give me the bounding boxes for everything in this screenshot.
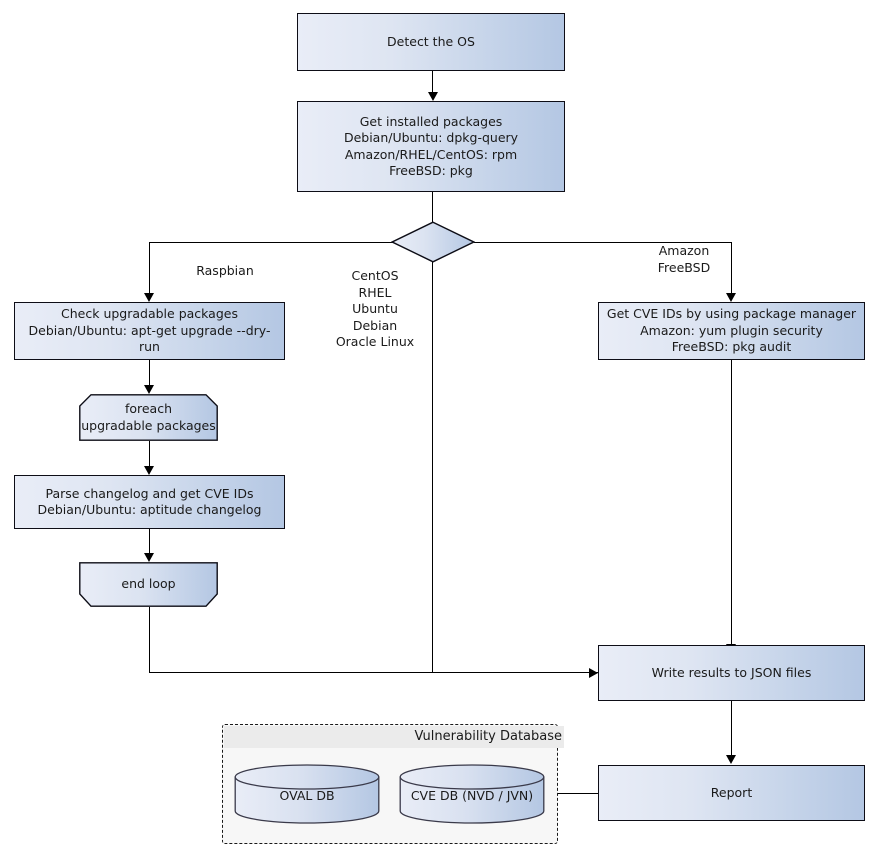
cylinder-shape-oval bbox=[234, 764, 380, 824]
connector-decision-right-vertical bbox=[730, 241, 732, 294]
node-foreach-loop-label: foreach upgradable packages bbox=[81, 401, 216, 433]
diamond-shape bbox=[390, 221, 476, 263]
group-vulnerability-database-title: Vulnerability Database bbox=[224, 726, 564, 748]
node-os-decision[interactable] bbox=[390, 221, 476, 267]
cylinder-shape-cve bbox=[399, 764, 545, 824]
arrowhead-detect-to-packages bbox=[427, 92, 438, 101]
connector-foreach-to-parse bbox=[148, 441, 150, 466]
node-detect-os[interactable]: Detect the OS bbox=[297, 13, 565, 71]
db-oval[interactable]: OVAL DB bbox=[234, 764, 380, 828]
node-check-upgradable-packages-label: Check upgradable packages Debian/Ubuntu:… bbox=[28, 306, 271, 355]
node-foreach-loop[interactable]: foreach upgradable packages bbox=[79, 394, 218, 441]
node-report[interactable]: Report bbox=[598, 765, 865, 821]
node-detect-os-label: Detect the OS bbox=[387, 33, 475, 49]
arrowhead-foreach-to-parse bbox=[144, 466, 154, 475]
connector-decision-left-horizontal bbox=[149, 241, 393, 243]
node-get-cve-ids[interactable]: Get CVE IDs by using package manager Ama… bbox=[598, 302, 865, 360]
node-check-upgradable-packages[interactable]: Check upgradable packages Debian/Ubuntu:… bbox=[14, 302, 285, 360]
arrowhead-rail-to-write-results bbox=[589, 667, 598, 678]
connector-write-results-to-report bbox=[730, 701, 732, 755]
node-write-results-label: Write results to JSON files bbox=[651, 664, 812, 680]
arrowhead-parse-to-endloop bbox=[144, 553, 154, 562]
connector-cvedb-to-report bbox=[545, 792, 598, 794]
loop-end-shape bbox=[79, 562, 218, 607]
db-cve[interactable]: CVE DB (NVD / JVN) bbox=[399, 764, 545, 828]
connector-cve-to-write-results bbox=[730, 360, 732, 644]
arrowhead-left-branch bbox=[144, 293, 154, 302]
connector-parse-to-endloop bbox=[148, 529, 150, 553]
node-write-results[interactable]: Write results to JSON files bbox=[598, 645, 865, 701]
node-report-label: Report bbox=[710, 784, 753, 800]
edge-label-middle-distros: CentOS RHEL Ubuntu Debian Oracle Linux bbox=[335, 268, 415, 349]
node-parse-changelog-label: Parse changelog and get CVE IDs Debian/U… bbox=[37, 485, 262, 518]
connector-endloop-down bbox=[148, 607, 150, 673]
arrowhead-write-results-to-report bbox=[726, 755, 736, 764]
connector-detect-to-packages bbox=[432, 71, 434, 93]
edge-label-amazon-freebsd: Amazon FreeBSD bbox=[657, 243, 711, 275]
connector-decision-right-horizontal bbox=[474, 241, 732, 243]
connector-decision-middle-vertical bbox=[432, 261, 434, 673]
edge-label-raspbian: Raspbian bbox=[196, 263, 254, 278]
connector-decision-left-vertical bbox=[148, 241, 150, 294]
connector-packages-to-decision bbox=[432, 192, 434, 223]
loop-start-shape bbox=[79, 394, 218, 441]
connector-bottom-rail bbox=[148, 672, 598, 674]
node-parse-changelog[interactable]: Parse changelog and get CVE IDs Debian/U… bbox=[14, 475, 285, 529]
arrowhead-right-branch bbox=[726, 293, 736, 302]
node-get-installed-packages-label: Get installed packages Debian/Ubuntu: dp… bbox=[343, 113, 519, 179]
connector-check-to-foreach bbox=[148, 360, 150, 385]
node-end-loop-label: end loop bbox=[121, 576, 176, 592]
node-get-cve-ids-label: Get CVE IDs by using package manager Ama… bbox=[606, 306, 857, 355]
node-get-installed-packages[interactable]: Get installed packages Debian/Ubuntu: dp… bbox=[297, 101, 565, 192]
node-end-loop[interactable]: end loop bbox=[79, 562, 218, 607]
arrowhead-check-to-foreach bbox=[144, 385, 154, 394]
